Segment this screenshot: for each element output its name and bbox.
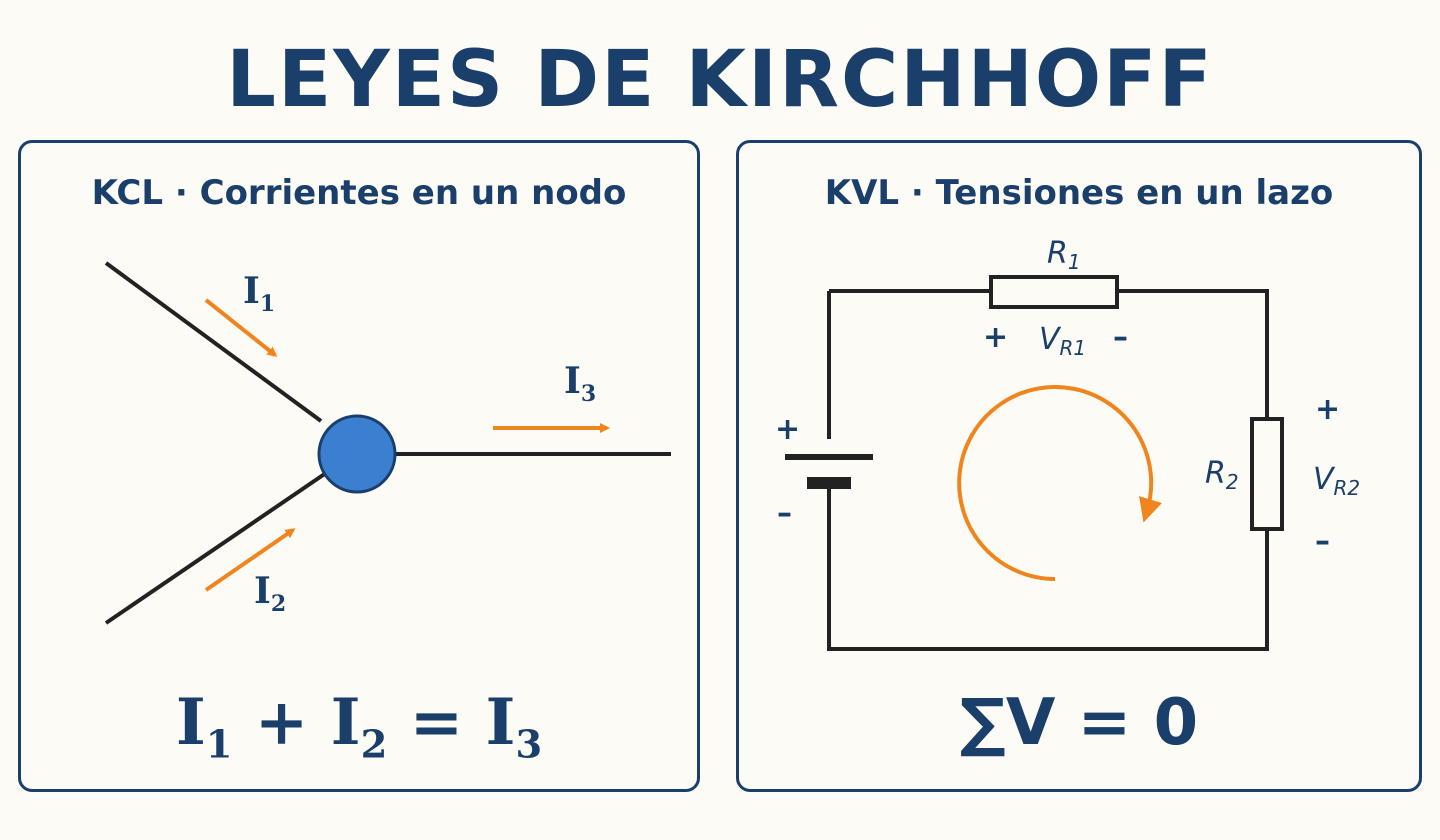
vr1-plus-sign: +	[983, 320, 1008, 355]
kcl-panel-title: KCL · Corrientes en un nodo	[91, 173, 627, 213]
vr1-minus-sign: –	[1113, 320, 1128, 355]
kvl-panel: KVL · Tensiones en un lazo R1 R2 VR1 VR2…	[736, 140, 1422, 792]
kvl-equation: ∑V = 0	[959, 686, 1199, 760]
loop-direction-arrow	[957, 385, 1162, 581]
resistor-r2	[1250, 417, 1284, 531]
kcl-panel: KCL · Corrientes en un nodo I1 I2 I3 I1 …	[18, 140, 700, 792]
node-circle	[317, 414, 397, 494]
label-i1: I1	[243, 270, 275, 317]
label-vr2: VR2	[1313, 462, 1360, 500]
battery-plus-sign: +	[775, 412, 800, 447]
label-r1: R1	[1047, 236, 1081, 274]
page-title: LEYES DE KIRCHHOFF	[226, 35, 1214, 125]
label-r2: R2	[1205, 456, 1239, 494]
kcl-equation: I1 + I2 = I3	[175, 685, 543, 768]
kvl-diagram: R1 R2 VR1 VR2 + – + – + –	[775, 236, 1360, 651]
wire-branch-2	[104, 471, 328, 625]
label-i2: I2	[254, 570, 286, 617]
arrow-i2	[204, 528, 296, 592]
label-vr1: VR1	[1039, 322, 1086, 360]
label-i3: I3	[564, 360, 596, 407]
resistor-r1	[989, 275, 1119, 309]
loop-wire	[827, 289, 1269, 651]
vr2-minus-sign: –	[1315, 524, 1330, 559]
battery-minus-sign: –	[777, 496, 792, 531]
kvl-panel-title: KVL · Tensiones en un lazo	[824, 173, 1334, 213]
kcl-diagram: I1 I2 I3	[104, 261, 671, 625]
wire-branch-1	[104, 261, 323, 423]
vr2-plus-sign: +	[1315, 392, 1340, 427]
arrow-i1	[204, 298, 278, 357]
